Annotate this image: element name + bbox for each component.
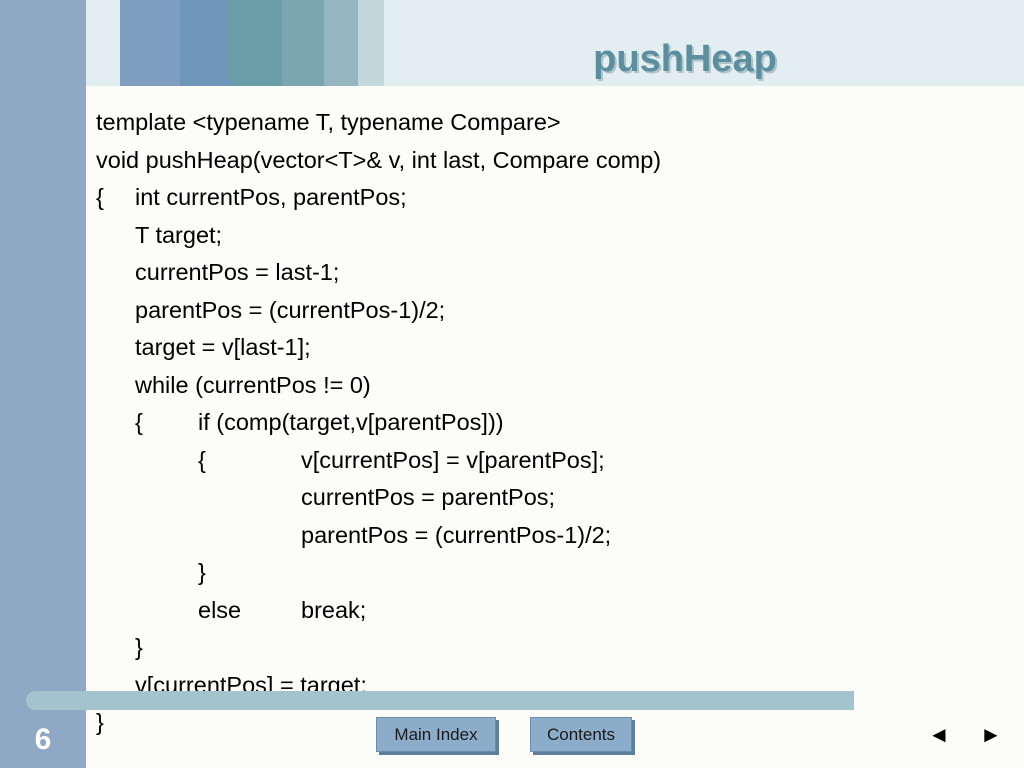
code-line: }	[96, 554, 856, 592]
code-line: parentPos = (currentPos-1)/2;	[96, 517, 856, 555]
header-stripe	[358, 0, 384, 86]
code-text: currentPos = last-1;	[135, 259, 340, 285]
contents-button[interactable]: Contents	[530, 717, 632, 752]
header-stripe	[180, 0, 230, 86]
content-panel	[86, 86, 1024, 768]
header-stripe	[120, 0, 180, 86]
next-slide-icon[interactable]: ►	[980, 722, 1002, 747]
header-stripe	[230, 0, 282, 86]
main-index-button[interactable]: Main Index	[376, 717, 496, 752]
code-brace: }	[198, 559, 206, 585]
code-line: { int currentPos, parentPos;	[96, 179, 856, 217]
code-text: void pushHeap(vector<T>& v, int last, Co…	[96, 146, 662, 173]
code-keyword: else	[198, 596, 242, 623]
code-text: if (comp(target,v[parentPos]))	[198, 409, 504, 435]
code-line: { if (comp(target,v[parentPos]))	[96, 404, 856, 442]
code-line: template <typename T, typename Compare>	[96, 104, 856, 142]
footer-bar	[26, 691, 854, 710]
code-line: void pushHeap(vector<T>& v, int last, Co…	[96, 142, 856, 180]
header-stripe	[324, 0, 358, 86]
previous-slide-icon[interactable]: ◄	[928, 722, 950, 747]
code-text: template <typename T, typename Compare>	[96, 109, 561, 135]
code-line: }	[96, 629, 856, 667]
code-line: currentPos = parentPos;	[96, 479, 856, 517]
code-text: parentPos = (currentPos-1)/2;	[301, 521, 612, 548]
code-brace: }	[135, 634, 143, 660]
slide-title: pushHeap	[593, 38, 777, 80]
code-text: currentPos = parentPos;	[301, 484, 556, 510]
code-line: target = v[last-1];	[96, 329, 856, 367]
code-text: int currentPos, parentPos;	[135, 184, 407, 210]
left-sidebar-band	[0, 0, 86, 768]
code-block: template <typename T, typename Compare> …	[96, 104, 856, 742]
code-text: while (currentPos != 0)	[135, 371, 371, 398]
code-line: else break;	[96, 592, 856, 630]
header-stripe	[282, 0, 324, 86]
code-text: target = v[last-1];	[135, 334, 311, 360]
code-brace: {	[198, 446, 206, 473]
code-line: parentPos = (currentPos-1)/2;	[96, 292, 856, 330]
code-text: v[currentPos] = v[parentPos];	[301, 446, 605, 473]
code-brace: {	[135, 409, 143, 435]
code-text: T target;	[135, 221, 223, 248]
code-brace: }	[96, 709, 104, 735]
code-line: currentPos = last-1;	[96, 254, 856, 292]
code-line: T target;	[96, 217, 856, 255]
page-number: 6	[34, 723, 52, 756]
code-text: parentPos = (currentPos-1)/2;	[135, 296, 446, 323]
code-line: { v[currentPos] = v[parentPos];	[96, 442, 856, 480]
code-text: break;	[301, 596, 367, 623]
code-line: }	[96, 704, 856, 742]
code-line: while (currentPos != 0)	[96, 367, 856, 405]
code-brace: {	[96, 184, 104, 210]
